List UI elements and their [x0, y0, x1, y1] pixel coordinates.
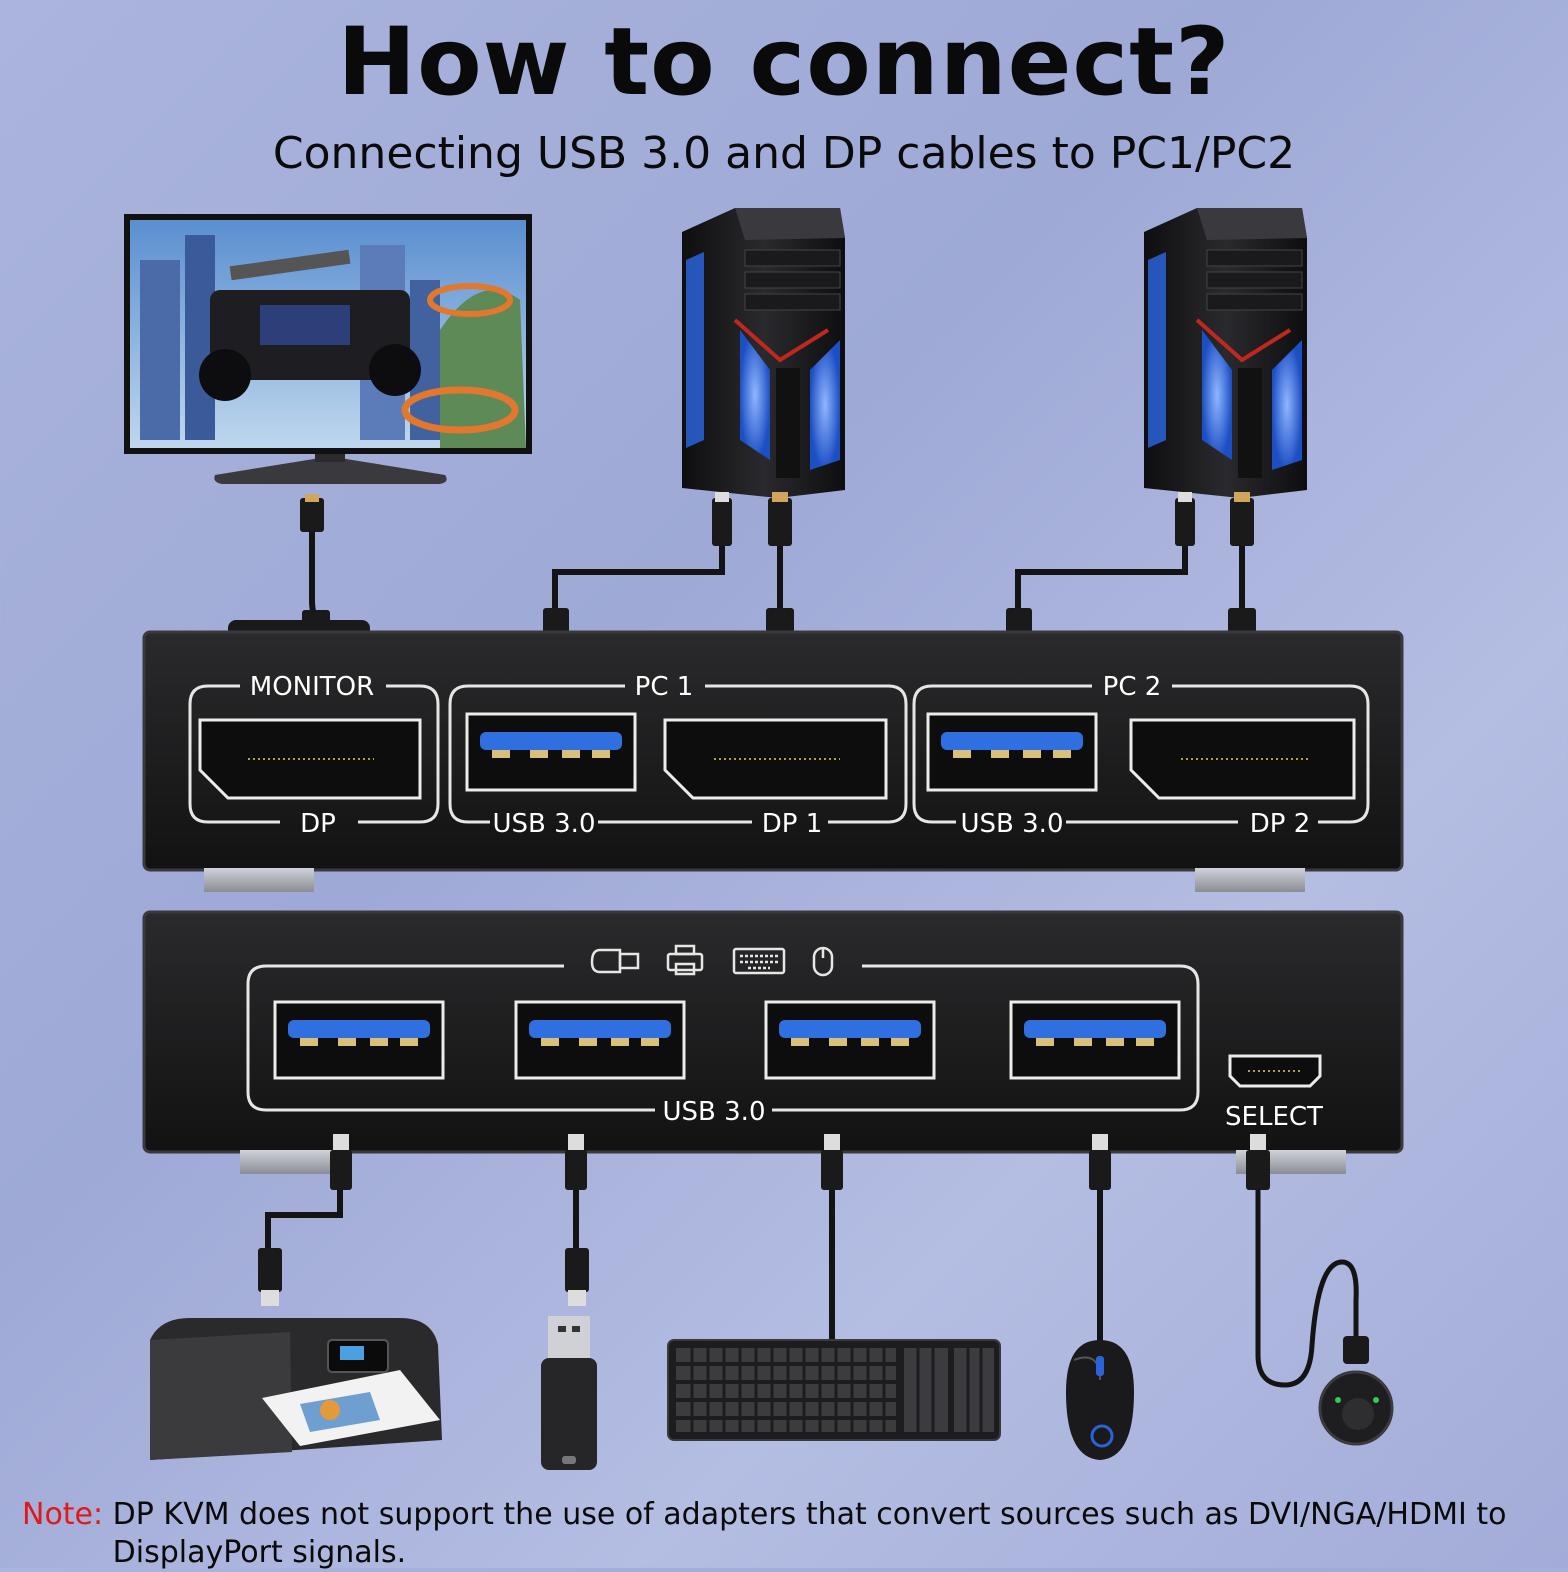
- pc1-dp-label: DP 1: [762, 809, 823, 839]
- keyboard-device-icon: [667, 1339, 1001, 1441]
- printer-icon: [666, 944, 704, 976]
- usb-port-2: [514, 1000, 686, 1080]
- monitor-dp-label: DP: [300, 809, 336, 839]
- usb-port-3: [764, 1000, 936, 1080]
- mouse-icon: [812, 946, 834, 977]
- usb-port-1: [273, 1000, 445, 1080]
- pc1-usb-port: [465, 712, 637, 792]
- keyboard-icon: [732, 947, 786, 975]
- pc2-tower-icon: [1144, 208, 1307, 498]
- usb-flash-drive-icon: [541, 1316, 597, 1470]
- pc2-dp-label: DP 2: [1250, 809, 1311, 839]
- mouse-device-icon: [1066, 1340, 1134, 1460]
- lower-cables: [265, 1177, 1359, 1388]
- select-button-device-icon: [1318, 1336, 1394, 1446]
- usb-port-4: [1009, 1000, 1181, 1080]
- pc2-usb-label: USB 3.0: [961, 809, 1064, 839]
- select-port: [1228, 1054, 1322, 1088]
- note-block: Note: DP KVM does not support the use of…: [22, 1496, 1542, 1572]
- monitor-group-label: MONITOR: [250, 672, 374, 702]
- pc1-usb-label: USB 3.0: [493, 809, 596, 839]
- usb-group-label: USB 3.0: [663, 1097, 766, 1127]
- pc2-group-label: PC 2: [1103, 672, 1162, 702]
- monitor-icon: [124, 214, 532, 484]
- page-subtitle: Connecting USB 3.0 and DP cables to PC1/…: [272, 128, 1296, 179]
- pc1-group-label: PC 1: [635, 672, 694, 702]
- kvm-front-panel: USB 3.0 SELECT: [142, 910, 1404, 1174]
- page-title: How to connect?: [337, 8, 1231, 117]
- note-label: Note:: [22, 1497, 104, 1532]
- pc2-usb-port: [926, 712, 1098, 792]
- printer-device-icon: [150, 1318, 442, 1460]
- note-text: DP KVM does not support the use of adapt…: [112, 1497, 1507, 1570]
- usb-drive-icon: [590, 948, 640, 974]
- kvm-back-panel: MONITOR DP PC 1 USB 3.0 DP 1 PC 2 USB 3.…: [142, 620, 1404, 892]
- select-label: SELECT: [1225, 1102, 1323, 1132]
- pc1-tower-icon: [682, 208, 845, 498]
- lower-connectors: [258, 1134, 1270, 1306]
